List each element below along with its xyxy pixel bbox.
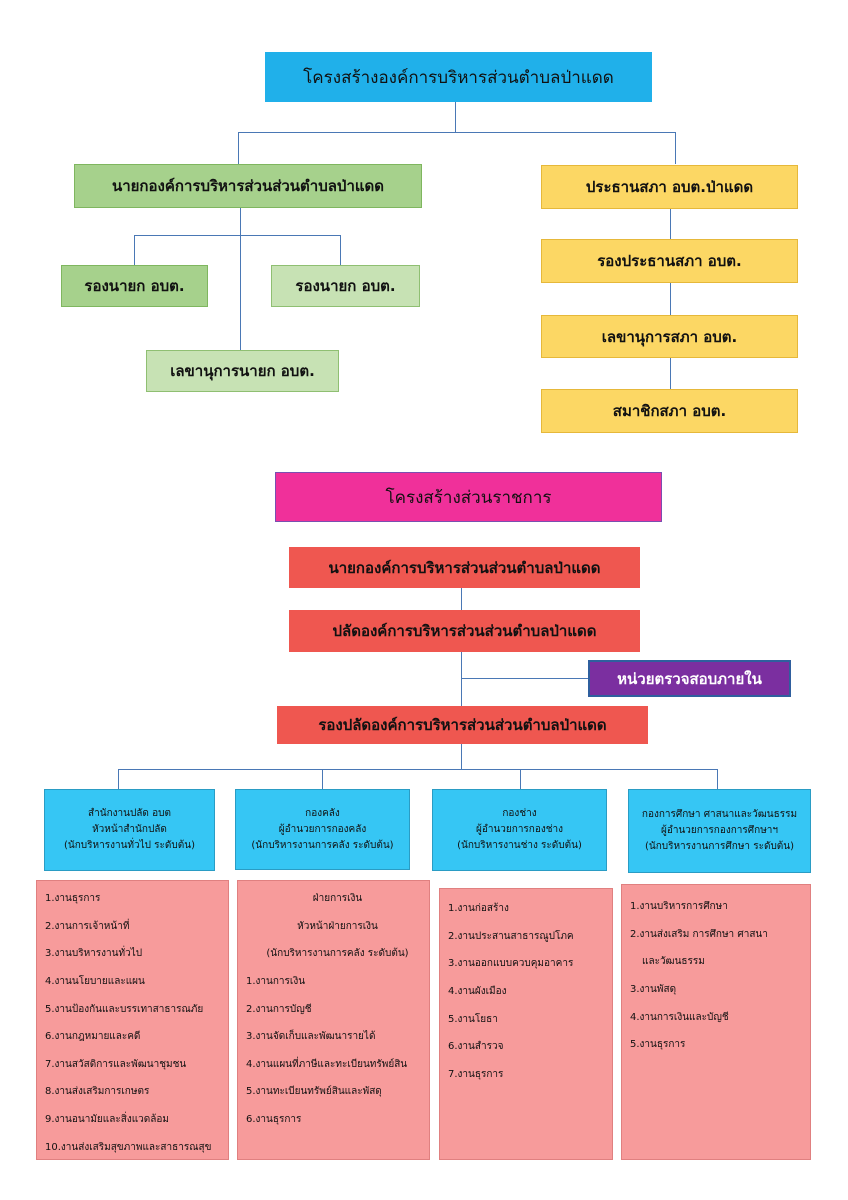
list-item: 5.งานธุรการ: [630, 1039, 686, 1051]
dept-name: กองช่าง: [502, 808, 537, 819]
connector: [238, 132, 239, 164]
dept-name: กองการศึกษา ศาสนาและวัฒนธรรม: [641, 809, 798, 820]
council-vice-chair-box: รองประธานสภา อบต.: [541, 239, 798, 283]
dept-level: (นักบริหารงานช่าง ระดับต้น): [457, 840, 582, 851]
connector: [134, 235, 135, 265]
dept-header-office: สำนักงานปลัด อบต หัวหน้าสำนักปลัด (นักบร…: [44, 789, 215, 871]
list-item: 8.งานส่งเสริมการเกษตร: [45, 1086, 150, 1098]
dept-name: สำนักงานปลัด อบต: [88, 808, 171, 819]
dept-tasks-office: 1.งานธุรการ 2.งานการเจ้าหน้าที่ 3.งานบริ…: [36, 880, 229, 1160]
dept-level: (นักบริหารงานการคลัง ระดับต้น): [251, 839, 394, 851]
list-item: 4.งานการเงินและบัญชี: [630, 1011, 729, 1023]
dept-tasks-engineering: 1.งานก่อสร้าง 2.งานประสานสาธารณูปโภค 3.ง…: [439, 888, 613, 1160]
list-item: 1.งานธุรการ: [45, 893, 101, 905]
list-item: 4.งานนโยบายและแผน: [45, 976, 145, 988]
list-item: 3.งานจัดเก็บและพัฒนารายได้: [246, 1031, 376, 1043]
connector: [670, 209, 671, 389]
list-item: 5.งานโยธา: [448, 1013, 498, 1025]
dept-tasks-finance: ฝ่ายการเงิน หัวหน้าฝ่ายการเงิน (นักบริหา…: [237, 880, 430, 1160]
deputy-mayor-1-box: รองนายก อบต.: [61, 265, 208, 307]
dept-level: (นักบริหารงานการศึกษา ระดับต้น): [644, 841, 795, 852]
connector: [118, 769, 718, 770]
council-chair-box: ประธานสภา อบต.ป่าแดด: [541, 165, 798, 209]
dept-name: กองคลัง: [305, 807, 340, 819]
connector: [717, 769, 718, 789]
connector: [461, 744, 462, 769]
list-item: 5.งานป้องกันและบรรเทาสาธารณภัย: [45, 1003, 204, 1015]
sub-unit-level: (นักบริหารงานการคลัง ระดับต้น): [266, 948, 409, 960]
connector: [340, 235, 341, 265]
list-item: 4.งานผังเมือง: [448, 986, 507, 998]
admin-structure-title: โครงสร้างส่วนราชการ: [275, 472, 662, 522]
list-item: และวัฒนธรรม: [642, 956, 705, 968]
list-item: 3.งานบริหารงานทั่วไป: [45, 948, 143, 960]
list-item: 5.งานทะเบียนทรัพย์สินและพัสดุ: [246, 1086, 382, 1098]
connector: [322, 769, 323, 789]
list-item: 1.งานบริหารการศึกษา: [630, 901, 728, 913]
connector: [240, 208, 241, 351]
list-item: 3.งานออกแบบควบคุมอาคาร: [448, 958, 574, 970]
dept-head: หัวหน้าสำนักปลัด: [92, 824, 167, 835]
dept-head: ผู้อำนวยการกองคลัง: [278, 823, 367, 835]
connector: [118, 769, 119, 789]
chief-administrator-box: ปลัดองค์การบริหารส่วนส่วนตำบลป่าแดด: [289, 610, 640, 652]
list-item: 6.งานธุรการ: [246, 1114, 302, 1126]
org-structure-title: โครงสร้างองค์การบริหารส่วนตำบลป่าแดด: [265, 52, 652, 102]
connector: [134, 235, 341, 236]
mayor-secretary-box: เลขานุการนายก อบต.: [146, 350, 339, 392]
council-secretary-box: เลขานุการสภา อบต.: [541, 315, 798, 358]
sub-unit-name: ฝ่ายการเงิน: [312, 893, 363, 905]
admin-mayor-box: นายกองค์การบริหารส่วนส่วนตำบลป่าแดด: [289, 547, 640, 588]
list-item: 7.งานธุรการ: [448, 1068, 504, 1080]
internal-audit-box: หน่วยตรวจสอบภายใน: [588, 660, 791, 697]
connector: [455, 102, 456, 132]
list-item: 3.งานพัสดุ: [630, 984, 677, 996]
dept-head: ผู้อำนวยการกองการศึกษาฯ: [660, 825, 779, 836]
list-item: 1.งานการเงิน: [246, 976, 306, 988]
connector: [238, 132, 676, 133]
list-item: 7.งานสวัสดิการและพัฒนาชุมชน: [45, 1058, 187, 1070]
connector: [461, 678, 588, 679]
dept-head: ผู้อำนวยการกองช่าง: [475, 824, 564, 835]
sub-unit-head: หัวหน้าฝ่ายการเงิน: [297, 920, 378, 932]
list-item: 2.งานการบัญชี: [246, 1003, 312, 1015]
list-item: 6.งานสำรวจ: [448, 1041, 504, 1053]
list-item: 1.งานก่อสร้าง: [448, 903, 509, 915]
dept-header-finance: กองคลัง ผู้อำนวยการกองคลัง (นักบริหารงาน…: [235, 789, 410, 870]
list-item: 2.งานส่งเสริม การศึกษา ศาสนา: [630, 928, 768, 940]
list-item: 2.งานการเจ้าหน้าที่: [45, 920, 130, 932]
deputy-mayor-2-box: รองนายก อบต.: [271, 265, 420, 307]
dept-tasks-education: 1.งานบริหารการศึกษา 2.งานส่งเสริม การศึก…: [621, 884, 811, 1160]
council-members-box: สมาชิกสภา อบต.: [541, 389, 798, 433]
dept-header-engineering: กองช่าง ผู้อำนวยการกองช่าง (นักบริหารงาน…: [432, 789, 607, 871]
dept-header-education: กองการศึกษา ศาสนาและวัฒนธรรม ผู้อำนวยการ…: [628, 789, 811, 873]
deputy-chief-box: รองปลัดองค์การบริหารส่วนส่วนตำบลป่าแดด: [277, 706, 648, 744]
list-item: 4.งานแผนที่ภาษีและทะเบียนทรัพย์สิน: [246, 1058, 408, 1070]
connector: [675, 132, 676, 164]
list-item: 9.งานอนามัยและสิ่งแวดล้อม: [45, 1114, 169, 1126]
list-item: 6.งานกฎหมายและคดี: [45, 1031, 141, 1043]
list-item: 2.งานประสานสาธารณูปโภค: [448, 930, 574, 942]
list-item: 10.งานส่งเสริมสุขภาพและสาธารณสุข: [45, 1141, 212, 1153]
mayor-box: นายกองค์การบริหารส่วนส่วนตำบลป่าแดด: [74, 164, 422, 208]
connector: [520, 769, 521, 789]
dept-level: (นักบริหารงานทั่วไป ระดับต้น): [63, 840, 195, 851]
